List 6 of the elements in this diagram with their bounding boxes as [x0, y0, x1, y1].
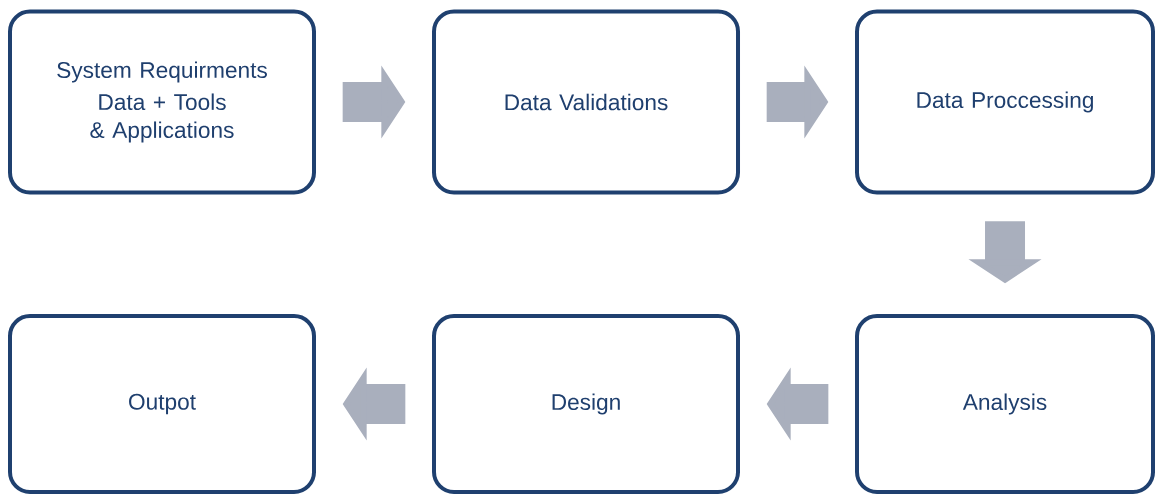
- process-box: Outpot: [8, 314, 316, 494]
- process-box: Design: [432, 314, 740, 494]
- process-box: System Requirments Data + Tools & Applications: [8, 9, 316, 195]
- process-box: Analysis: [855, 314, 1155, 494]
- process-box: Data Proccessing: [855, 9, 1155, 195]
- process-box: Data Validations: [432, 9, 740, 195]
